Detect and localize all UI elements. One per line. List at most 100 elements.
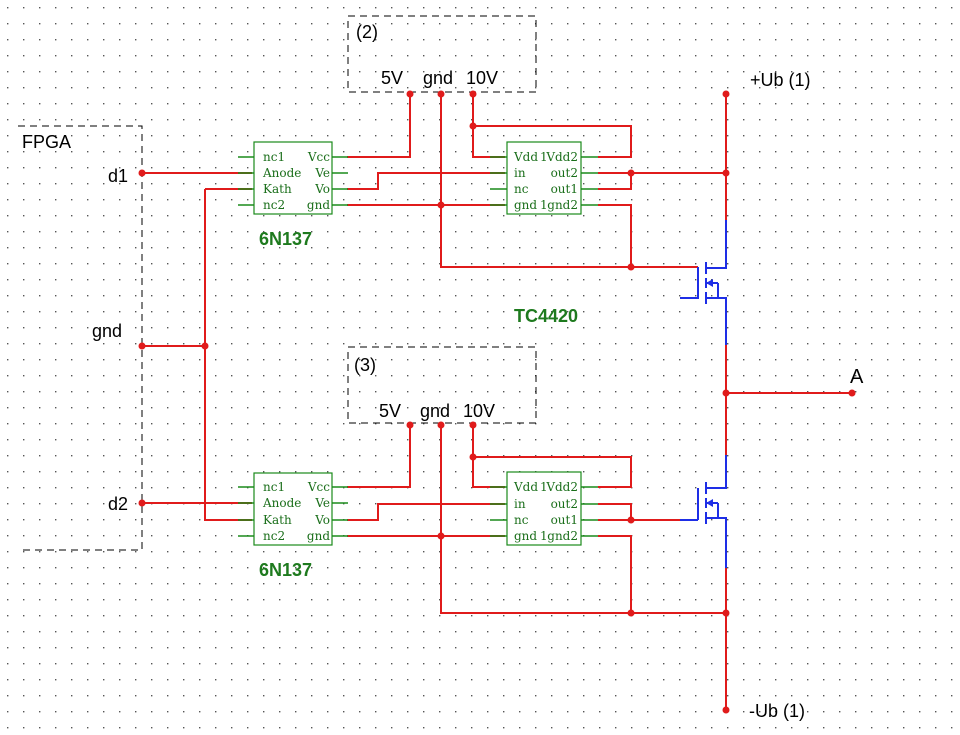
mosfet-top-drain [706, 220, 727, 269]
pin-label: 1 [540, 198, 548, 212]
pin-label: nc1 [263, 480, 285, 494]
junction-dot [627, 263, 635, 271]
pin-label: out1 [551, 513, 578, 527]
pin-label: Ve [314, 166, 330, 180]
pin-label: nc1 [263, 150, 285, 164]
wire-vdd2-bot [473, 456, 632, 488]
pin-label: Kath [263, 513, 292, 527]
junctions [138, 90, 856, 714]
gnd-label: gnd [92, 321, 122, 341]
junction-dot [406, 421, 414, 429]
wire-gnd2-top [598, 204, 632, 267]
wire-vcc-5v-top [347, 94, 411, 158]
pin-label: gnd [514, 198, 537, 212]
pin-label: nc2 [263, 529, 285, 543]
pin-label: out2 [551, 497, 578, 511]
optocoupler-bottom[interactable]: nc1 Anode Kath nc2 Vcc Ve Vo gnd 6N137 [238, 472, 348, 580]
pin-label: Kath [263, 182, 292, 196]
driver-bottom[interactable]: Vdd in nc gnd 1 1 Vdd2 out2 out1 gnd2 [490, 471, 598, 546]
wiring [142, 94, 852, 710]
pin-label: nc2 [263, 198, 285, 212]
junction-dot [437, 90, 445, 98]
ub-minus-label: -Ub (1) [749, 701, 805, 721]
junction-dot [138, 169, 146, 177]
pin-label: Vcc [307, 150, 330, 164]
junction-dot [627, 169, 635, 177]
driver-name-label: TC4420 [514, 306, 578, 326]
driver-bottom-body [506, 471, 582, 546]
pin-label: Vdd [513, 150, 538, 164]
junction-dot [437, 421, 445, 429]
junction-dot [138, 342, 146, 350]
optocoupler-top[interactable]: nc1 Anode Kath nc2 Vcc Ve Vo gnd 6N137 [238, 141, 348, 249]
junction-dot [627, 609, 635, 617]
pin-label: 1 [540, 480, 548, 494]
junction-dot [406, 90, 414, 98]
mosfet-bottom-drain [706, 455, 727, 489]
wire-gnd-bus [204, 189, 252, 521]
pin-label: gnd [307, 529, 330, 543]
supply-3-10v-label: 10V [463, 401, 495, 421]
junction-dot [138, 499, 146, 507]
pin-label: Anode [262, 496, 301, 510]
optocoupler-bottom-body [253, 472, 333, 546]
mosfet-top-arrow-icon [706, 279, 713, 287]
pin-label: Vdd [513, 480, 538, 494]
ub-plus-label: +Ub (1) [750, 70, 811, 90]
wire-out2-bot [598, 503, 632, 520]
wire-vcc-5v-bot [347, 425, 411, 488]
junction-dot [201, 342, 209, 350]
optocoupler-bottom-name: 6N137 [259, 560, 312, 580]
pin-label: out2 [551, 166, 578, 180]
pin-label: in [514, 497, 526, 511]
pin-label: gnd [514, 529, 537, 543]
wire-gnd-gate-top [440, 94, 698, 268]
mosfet-top[interactable] [680, 220, 727, 345]
supply-2-5v-label: 5V [381, 68, 403, 88]
junction-dot [848, 389, 856, 397]
junction-dot [722, 169, 730, 177]
wire-out1-top [598, 173, 632, 190]
supply-3-label: (3) [354, 355, 376, 375]
junction-dot [722, 389, 730, 397]
junction-dot [469, 453, 477, 461]
mosfet-top-source [706, 297, 727, 345]
mosfet-bottom-arrow-icon [706, 499, 713, 507]
driver-top[interactable]: Vdd in nc gnd 1 1 Vdd2 out2 out1 gnd2 [490, 141, 598, 215]
pin-label: gnd2 [547, 529, 578, 543]
junction-dot [627, 516, 635, 524]
supply-2-label: (2) [356, 22, 378, 42]
supply-3-5v-label: 5V [379, 401, 401, 421]
supply-3-gnd-label: gnd [420, 401, 450, 421]
pin-label: nc [514, 513, 529, 527]
junction-dot [722, 706, 730, 714]
optocoupler-top-name: 6N137 [259, 229, 312, 249]
pin-label: in [514, 166, 526, 180]
pin-label: gnd2 [547, 198, 578, 212]
wire-gnd2-bot [598, 535, 632, 613]
pin-label: Anode [262, 166, 301, 180]
junction-dot [437, 532, 445, 540]
supply-2-gnd-label: gnd [423, 68, 453, 88]
d1-label: d1 [108, 166, 128, 186]
junction-dot [469, 421, 477, 429]
wire-vdd2-top [473, 125, 632, 158]
optocoupler-top-body [253, 141, 333, 215]
junction-dot [469, 90, 477, 98]
junction-dot [469, 122, 477, 130]
output-a-label: A [850, 366, 864, 388]
pin-label: nc [514, 182, 529, 196]
pin-label: Vo [314, 513, 330, 527]
mosfet-bottom[interactable] [680, 455, 727, 568]
pin-label: gnd [307, 198, 330, 212]
driver-top-body [506, 141, 582, 215]
junction-dot [722, 609, 730, 617]
pin-label: Vdd2 [545, 150, 578, 164]
junction-dot [437, 201, 445, 209]
fpga-boundary [18, 125, 143, 551]
pin-label: Vdd2 [545, 480, 578, 494]
junction-dot [722, 90, 730, 98]
